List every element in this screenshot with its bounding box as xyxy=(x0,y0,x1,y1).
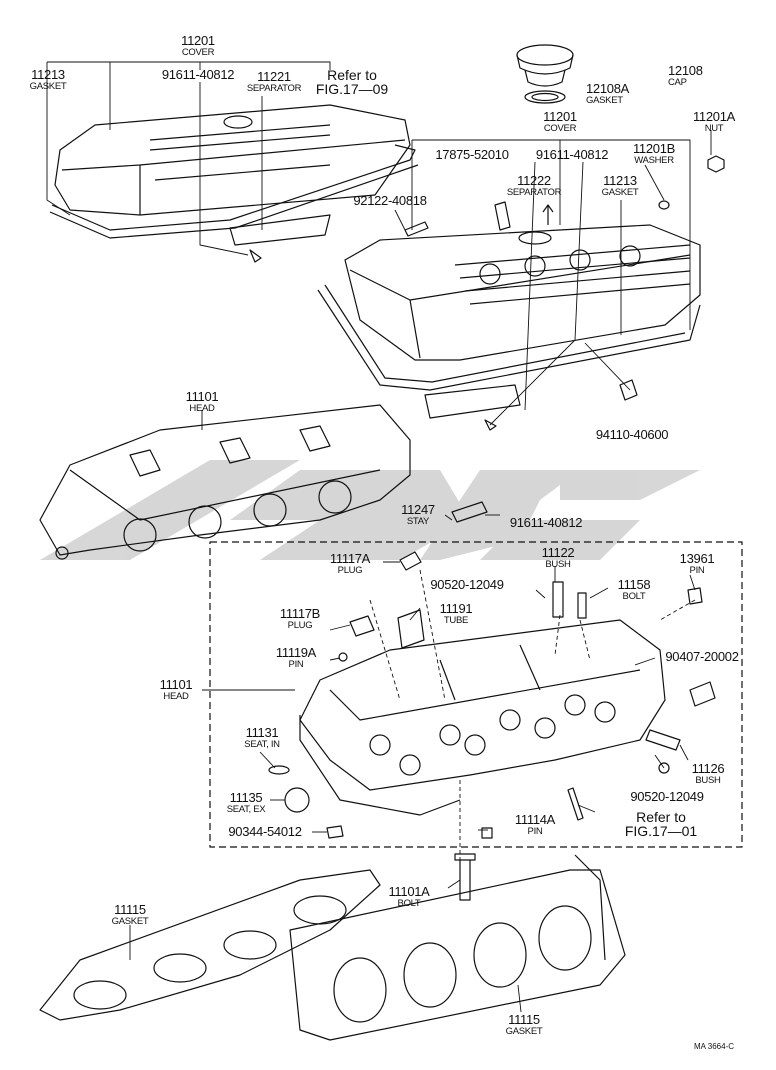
label-90520-top: 90520-12049 xyxy=(430,577,504,592)
left-cover-drawing xyxy=(49,104,419,263)
label-90344-54012: 90344-54012 xyxy=(228,824,302,839)
small-parts-drawing xyxy=(268,501,716,839)
right-cover-drawing xyxy=(317,155,725,431)
label-90520-low: 90520-12049 xyxy=(630,789,704,804)
bolt-drawing xyxy=(454,853,476,901)
label-91611-low: 91611-40812 xyxy=(509,515,583,530)
bottom-gasket-drawing xyxy=(289,854,626,1041)
drawing-code: MA 3664-C xyxy=(693,1042,735,1051)
label-92122-40818: 92122-40818 xyxy=(353,193,427,208)
leader-lines xyxy=(46,61,712,1013)
head-detail-frame xyxy=(209,541,743,848)
lower-head-drawing xyxy=(299,619,666,816)
label-17875-52010: 17875-52010 xyxy=(435,147,509,162)
cap-drawing xyxy=(516,44,574,104)
watermark-logo xyxy=(40,460,700,560)
label-90407-20002: 90407-20002 xyxy=(665,649,739,664)
left-gasket-drawing xyxy=(39,869,381,1021)
upper-head-drawing xyxy=(39,404,411,560)
label-91611-mid: 91611-40812 xyxy=(535,147,609,162)
label-91611-top: 91611-40812 xyxy=(161,67,235,82)
label-94110-40600: 94110-40600 xyxy=(595,427,669,442)
